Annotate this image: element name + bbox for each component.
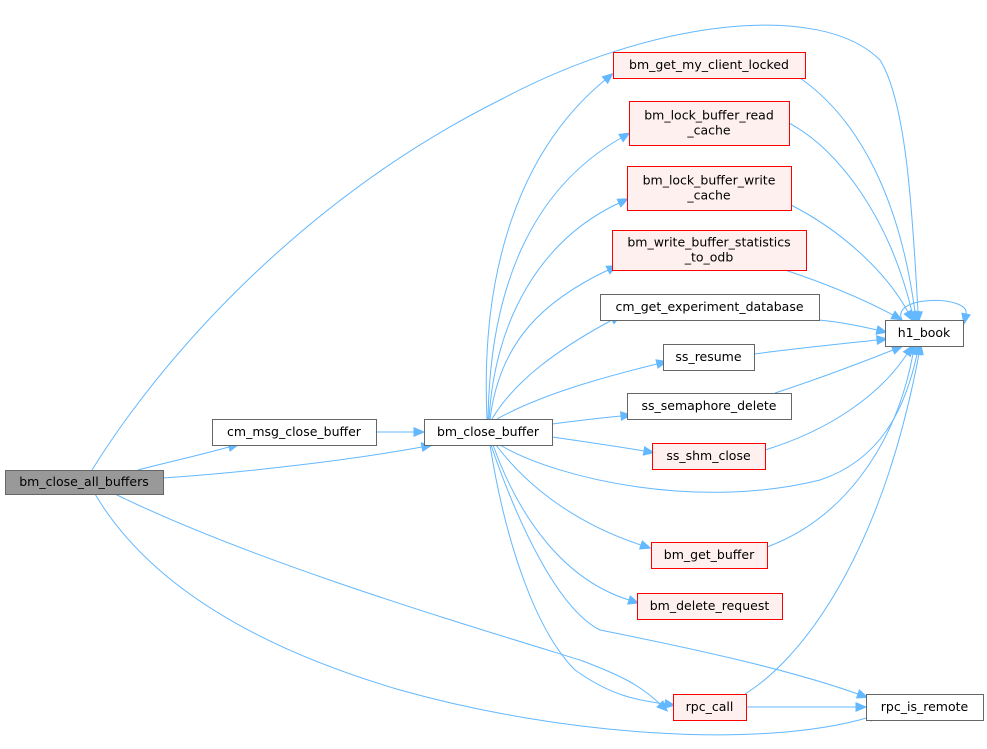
- node-box: [663, 344, 755, 371]
- edge-bm-close-buffer-to-bm-lock-buffer-read-cache-arrowhead: [618, 132, 631, 143]
- edge-cm-get-experiment-database-to-h1-book-arrowhead: [875, 325, 888, 335]
- node-label: bm_get_my_client_locked: [629, 57, 789, 72]
- node-label: h1_book: [898, 325, 951, 340]
- edge-bm-close-buffer-to-rpc-call: [489, 444, 666, 705]
- edge-bm-close-buffer-to-cm-get-experiment-database: [491, 319, 613, 420]
- edge-ss-resume-to-h1-book: [753, 339, 878, 355]
- edge-bm-lock-buffer-write-cache-to-h1-book: [790, 204, 909, 313]
- edge-bm-close-all-buffers-to-rpc-is-remote: [94, 493, 871, 736]
- node-box: [627, 166, 792, 211]
- node-label: _cache: [686, 123, 731, 138]
- edge-ss-resume-to-h1-book-arrowhead: [875, 335, 889, 345]
- edge-bm-lock-buffer-read-cache-to-h1-book: [788, 122, 913, 313]
- edge-bm-write-buffer-statistics-to-odb-to-h1-book-arrowhead: [890, 310, 903, 321]
- edge-bm-close-buffer-to-ss-semaphore-delete: [551, 415, 622, 425]
- edge-bm-close-buffer-to-rpc-is-remote-arrowhead: [855, 689, 869, 699]
- edge-bm-close-buffer-to-ss-semaphore-delete-arrowhead: [620, 411, 633, 421]
- edge-bm-close-all-buffers-to-bm-close-buffer: [162, 446, 423, 479]
- edge-rpc-call-to-rpc-is-remote-arrowhead: [855, 702, 868, 712]
- node-box: [5, 470, 164, 495]
- edge-ss-semaphore-delete-to-h1-book: [774, 349, 894, 394]
- edge-bm-close-buffer-to-bm-write-buffer-statistics-to-odb: [489, 269, 609, 420]
- edge-bm-close-buffer-to-rpc-is-remote: [490, 444, 859, 695]
- node-ss-resume[interactable]: ss_resume: [663, 344, 755, 371]
- node-ss-shm-close[interactable]: ss_shm_close: [652, 443, 766, 470]
- node-label: ss_resume: [675, 349, 741, 364]
- node-label: cm_msg_close_buffer: [227, 424, 362, 439]
- node-cm-msg-close-buffer[interactable]: cm_msg_close_buffer: [212, 419, 377, 446]
- node-label: bm_write_buffer_statistics: [627, 235, 790, 250]
- edge-bm-close-buffer-to-ss-shm-close-arrowhead: [642, 446, 656, 456]
- node-bm-write-buffer-statistics-to-odb[interactable]: bm_write_buffer_statistics_to_odb: [612, 230, 807, 271]
- node-label: bm_lock_buffer_write: [643, 173, 776, 188]
- edges-layer: [91, 24, 971, 736]
- node-label: bm_close_all_buffers: [19, 474, 148, 489]
- edge-bm-close-buffer-to-bm-get-my-client-locked: [485, 79, 606, 420]
- edge-bm-close-all-buffers-to-rpc-call: [114, 493, 661, 705]
- node-bm-lock-buffer-write-cache[interactable]: bm_lock_buffer_write_cache: [627, 166, 792, 211]
- node-box: [866, 694, 984, 721]
- edge-bm-close-all-buffers-to-cm-msg-close-buffer: [137, 446, 230, 471]
- node-label: rpc_is_remote: [881, 699, 969, 714]
- node-h1-book[interactable]: h1_book: [885, 320, 964, 347]
- edge-bm-close-buffer-to-bm-delete-request: [492, 444, 630, 601]
- node-box: [673, 694, 747, 721]
- node-bm-delete-request[interactable]: bm_delete_request: [637, 593, 783, 620]
- node-box: [652, 443, 766, 470]
- node-cm-get-experiment-database[interactable]: cm_get_experiment_database: [600, 294, 820, 321]
- node-label: bm_close_buffer: [437, 424, 540, 439]
- node-bm-close-buffer[interactable]: bm_close_buffer: [424, 419, 553, 446]
- node-box: [885, 320, 964, 347]
- node-label: cm_get_experiment_database: [615, 299, 803, 314]
- edge-bm-close-buffer-to-h1-book: [499, 353, 918, 493]
- node-label: rpc_call: [686, 699, 734, 714]
- node-label: ss_semaphore_delete: [641, 398, 776, 413]
- edge-bm-write-buffer-statistics-to-odb-to-h1-book: [784, 269, 894, 316]
- edge-bm-get-buffer-to-h1-book: [766, 353, 914, 548]
- node-box: [613, 52, 806, 79]
- edge-bm-close-buffer-to-bm-delete-request-arrowhead: [627, 595, 640, 605]
- edge-bm-close-buffer-to-bm-lock-buffer-read-cache: [487, 137, 622, 420]
- node-box: [600, 294, 820, 321]
- node-label: ss_shm_close: [666, 448, 751, 463]
- node-label: bm_get_buffer: [664, 547, 755, 562]
- edge-bm-lock-buffer-write-cache-to-h1-book-arrowhead: [903, 309, 914, 322]
- edge-h1-book-to-h1-book: [900, 300, 967, 321]
- node-label: bm_lock_buffer_read: [644, 108, 774, 123]
- node-bm-get-buffer[interactable]: bm_get_buffer: [651, 542, 768, 569]
- edge-cm-msg-close-buffer-to-bm-close-buffer-arrowhead: [413, 427, 426, 437]
- node-box: [627, 393, 792, 420]
- edge-bm-close-all-buffers-to-h1-book: [91, 24, 919, 471]
- edge-rpc-call-to-h1-book: [744, 353, 920, 695]
- node-rpc-is-remote[interactable]: rpc_is_remote: [866, 694, 984, 721]
- edge-bm-close-buffer-to-ss-resume: [496, 363, 658, 420]
- edge-ss-shm-close-to-h1-book: [764, 353, 908, 451]
- node-bm-lock-buffer-read-cache[interactable]: bm_lock_buffer_read_cache: [629, 101, 790, 146]
- node-label: bm_delete_request: [650, 598, 770, 613]
- node-label: _cache: [686, 188, 731, 203]
- node-bm-get-my-client-locked[interactable]: bm_get_my_client_locked: [613, 52, 806, 79]
- node-box: [637, 593, 783, 620]
- node-box: [651, 542, 768, 569]
- edge-bm-close-buffer-to-bm-lock-buffer-write-cache: [488, 202, 620, 420]
- node-box: [424, 419, 553, 446]
- edge-cm-get-experiment-database-to-h1-book: [818, 319, 878, 331]
- edge-bm-close-buffer-to-bm-get-buffer-arrowhead: [638, 540, 652, 550]
- node-ss-semaphore-delete[interactable]: ss_semaphore_delete: [627, 393, 792, 420]
- node-rpc-call[interactable]: rpc_call: [673, 694, 747, 721]
- node-bm-close-all-buffers[interactable]: bm_close_all_buffers: [5, 470, 164, 495]
- node-box: [629, 101, 790, 146]
- edge-bm-close-buffer-to-bm-get-buffer: [495, 444, 642, 546]
- edge-ss-semaphore-delete-to-h1-book-arrowhead: [890, 345, 904, 355]
- node-box: [612, 230, 807, 271]
- edge-bm-close-buffer-to-ss-shm-close: [551, 436, 645, 452]
- edge-bm-close-buffer-to-rpc-call-arrowhead: [663, 699, 677, 709]
- edge-bm-get-my-client-locked-to-h1-book: [799, 77, 916, 313]
- edge-bm-close-buffer-to-bm-get-my-client-locked-arrowhead: [601, 72, 614, 85]
- edge-bm-close-buffer-to-bm-lock-buffer-write-cache-arrowhead: [616, 198, 630, 208]
- node-box: [212, 419, 377, 446]
- node-label: _to_odb: [684, 250, 734, 265]
